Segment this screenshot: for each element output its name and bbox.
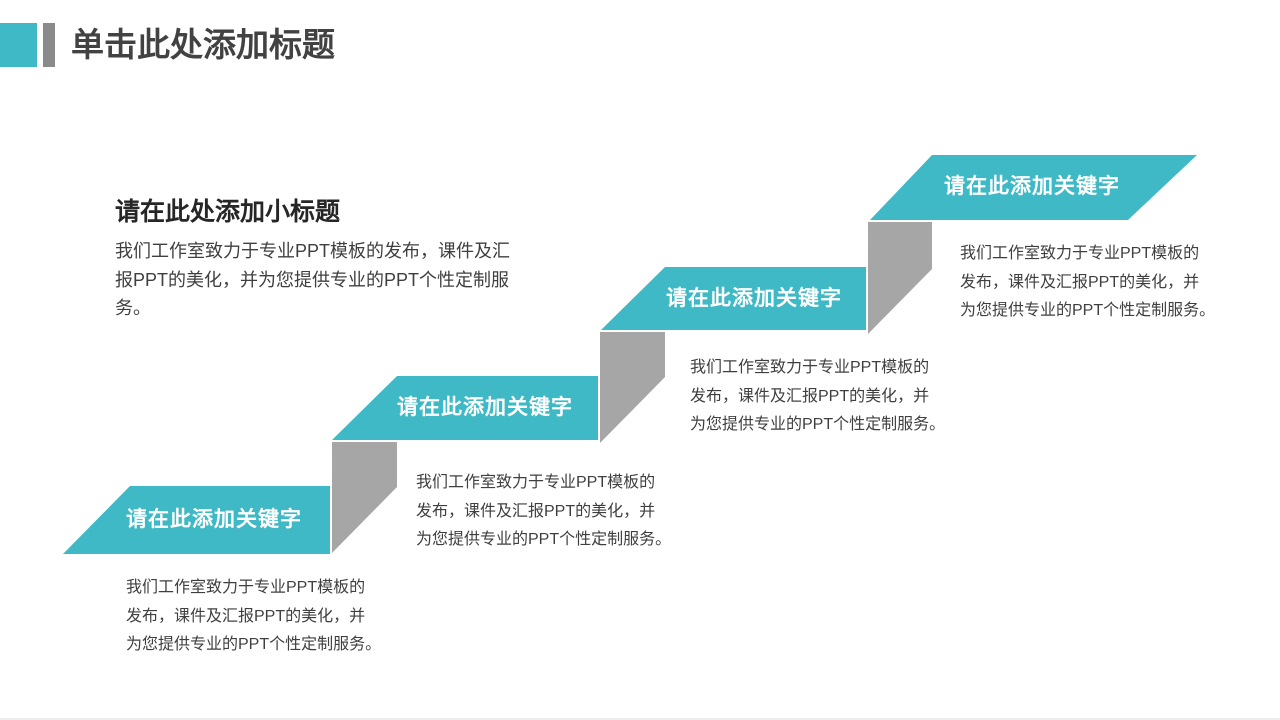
description-line: 发布，课件及汇报PPT的美化，并: [126, 607, 366, 625]
description-line: 为您提供专业的PPT个性定制服务。: [960, 302, 1216, 319]
description-line: 我们工作室致力于专业PPT模板的: [126, 579, 366, 596]
step-4-description: 我们工作室致力于专业PPT模板的 发布，课件及汇报PPT的美化，并 为您提供专业…: [960, 240, 1215, 326]
step-1-description: 我们工作室致力于专业PPT模板的 发布，课件及汇报PPT的美化，并 为您提供专业…: [126, 574, 381, 660]
slide-bottom-border: [0, 718, 1280, 720]
intro-line: 我们工作室致力于专业PPT模板的发布，课件及汇: [115, 241, 511, 261]
step-2-keyword-label: 请在此添加关键字: [397, 396, 573, 419]
description-line: 为您提供专业的PPT个性定制服务。: [416, 531, 672, 548]
intro-line: 务。: [115, 298, 151, 318]
step-1-banner-shape: [63, 486, 330, 554]
description-line: 我们工作室致力于专业PPT模板的: [690, 359, 930, 376]
step-2-banner-shape: [332, 376, 598, 440]
step-3-riser-shape: [868, 222, 932, 334]
intro-paragraph: 我们工作室致力于专业PPT模板的发布，课件及汇 报PPT的美化，并为您提供专业的…: [115, 237, 510, 323]
description-line: 我们工作室致力于专业PPT模板的: [960, 245, 1200, 262]
step-2-description: 我们工作室致力于专业PPT模板的 发布，课件及汇报PPT的美化，并 为您提供专业…: [416, 469, 671, 555]
description-line: 发布，课件及汇报PPT的美化，并: [690, 387, 930, 405]
step-1-keyword-label: 请在此添加关键字: [126, 508, 302, 531]
description-line: 发布，课件及汇报PPT的美化，并: [416, 502, 656, 520]
title-accent-bar: [43, 23, 55, 67]
description-line: 发布，课件及汇报PPT的美化，并: [960, 273, 1200, 291]
step-3-banner-shape: [601, 267, 866, 330]
step-3-description: 我们工作室致力于专业PPT模板的 发布，课件及汇报PPT的美化，并 为您提供专业…: [690, 354, 945, 440]
step-2-riser-shape: [600, 332, 665, 443]
step-4-keyword-label: 请在此添加关键字: [944, 175, 1120, 198]
description-line: 为您提供专业的PPT个性定制服务。: [126, 636, 382, 653]
description-line: 为您提供专业的PPT个性定制服务。: [690, 416, 946, 433]
intro-line: 报PPT的美化，并为您提供专业的PPT个性定制服: [115, 269, 510, 290]
step-1-riser-shape: [332, 442, 397, 553]
step-4-banner-shape: [870, 155, 1197, 220]
step-3-keyword-label: 请在此添加关键字: [666, 287, 842, 310]
section-subtitle: 请在此处添加小标题: [115, 198, 341, 226]
title-accent-square: [0, 23, 37, 67]
description-line: 我们工作室致力于专业PPT模板的: [416, 474, 656, 491]
slide-title: 单击此处添加标题: [71, 26, 335, 63]
